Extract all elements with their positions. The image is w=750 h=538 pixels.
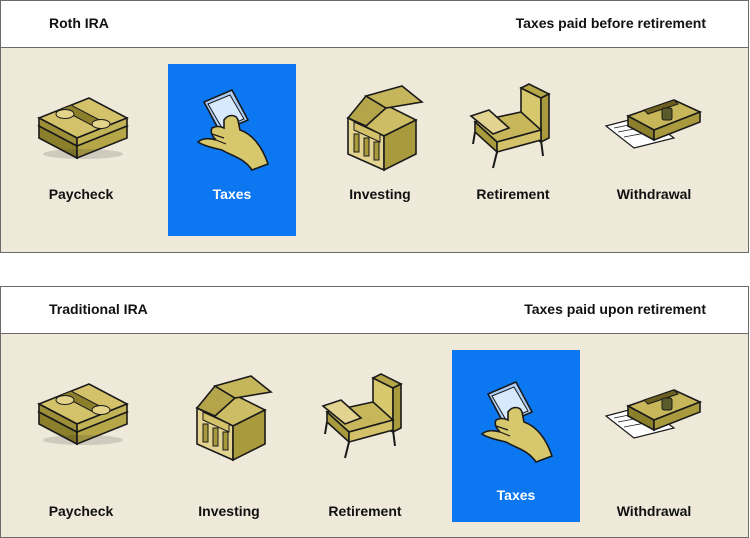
step-label: Investing [198,503,260,519]
wallet-icon [604,99,703,149]
armchair-icon [469,83,551,169]
wallet-icon [604,389,703,439]
roth-step-withdrawal: Withdrawal [590,64,718,236]
roth-ira-steps: Paycheck Taxes Invest [1,48,748,252]
traditional-ira-subtitle: Taxes paid upon retirement [524,301,706,317]
roth-step-investing: Investing [316,64,444,236]
step-label: Paycheck [48,503,114,519]
step-label: Retirement [328,503,402,519]
trad-step-taxes: Taxes [452,350,580,522]
trad-step-withdrawal: Withdrawal [590,350,718,522]
roth-step-paycheck: Paycheck [17,64,145,236]
step-label: Taxes [212,186,252,202]
traditional-ira-steps: Paycheck Investing [1,334,748,537]
roth-step-retirement: Retirement [449,64,577,236]
traditional-ira-panel: Traditional IRA Taxes paid upon retireme… [0,286,749,538]
roth-ira-panel: Roth IRA Taxes paid before retirement Pa… [0,0,749,253]
hand-paying-icon [196,88,270,171]
money-stack-icon [37,97,129,160]
hand-paying-icon [480,380,554,463]
roth-step-taxes: Taxes [168,64,296,236]
trad-step-paycheck: Paycheck [17,350,145,522]
roth-ira-header: Roth IRA Taxes paid before retirement [1,1,748,48]
traditional-ira-title: Traditional IRA [49,301,148,317]
step-label: Investing [349,186,411,202]
bank-building-icon [346,85,424,172]
traditional-ira-header: Traditional IRA Taxes paid upon retireme… [1,287,748,334]
roth-ira-title: Roth IRA [49,15,109,31]
step-label: Withdrawal [616,503,692,519]
step-label: Retirement [476,186,550,202]
trad-step-investing: Investing [165,350,293,522]
armchair-icon [321,373,403,459]
bank-building-icon [195,375,273,462]
step-label: Withdrawal [616,186,692,202]
money-stack-icon [37,383,129,446]
step-label: Taxes [496,487,536,503]
trad-step-retirement: Retirement [301,350,429,522]
step-label: Paycheck [48,186,114,202]
roth-ira-subtitle: Taxes paid before retirement [515,15,706,31]
